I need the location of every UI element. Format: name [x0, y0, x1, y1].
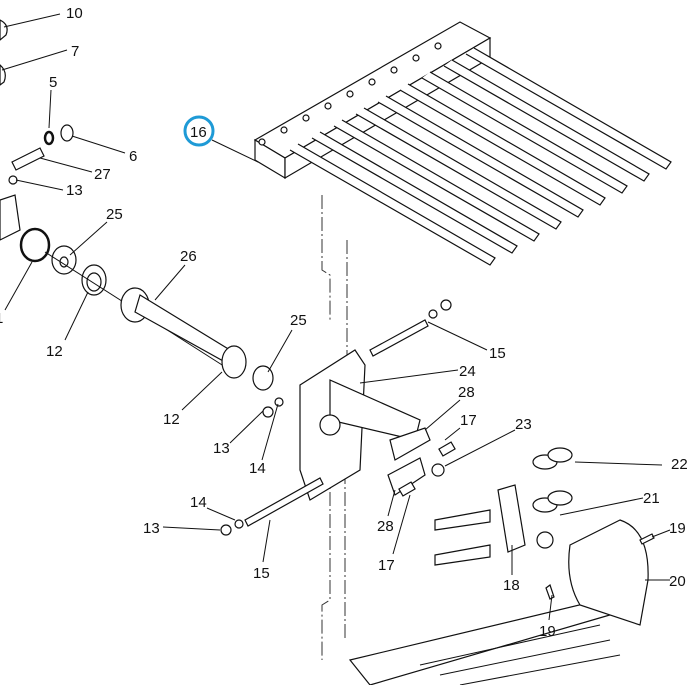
callout-17b[interactable]: 17: [378, 557, 395, 574]
callout-6[interactable]: 6: [129, 148, 137, 165]
callout-25[interactable]: 25: [106, 206, 123, 223]
tine: [421, 71, 628, 194]
callout-22[interactable]: 22: [671, 456, 688, 473]
callout-23[interactable]: 23: [515, 416, 532, 433]
callouts: 10 7 5 6 27 13 25 1 12 26 25 15 12 24 28…: [0, 5, 688, 640]
callout-12b[interactable]: 12: [163, 411, 180, 428]
callout-13c[interactable]: 13: [143, 520, 160, 537]
frame-hole: [280, 126, 288, 134]
tine: [289, 143, 496, 266]
tine: [311, 131, 518, 254]
frame-hole: [324, 102, 332, 110]
callout-17[interactable]: 17: [460, 412, 477, 429]
callout-27[interactable]: 27: [94, 166, 111, 183]
callout-28b[interactable]: 28: [377, 518, 394, 535]
tine-frame: [253, 21, 672, 266]
callout-12[interactable]: 12: [46, 343, 63, 360]
callout-20[interactable]: 20: [669, 573, 686, 590]
callout-15[interactable]: 15: [489, 345, 506, 362]
callout-7[interactable]: 7: [71, 43, 79, 60]
frame-hole: [258, 138, 266, 146]
tine: [355, 107, 562, 230]
tine: [333, 119, 540, 242]
callout-5[interactable]: 5: [49, 74, 57, 91]
left-parts: [0, 19, 231, 371]
callout-28[interactable]: 28: [458, 384, 475, 401]
frame-hole: [302, 114, 310, 122]
highlight-circle-16: [183, 115, 215, 147]
frame-hole: [390, 66, 398, 74]
frame-hole: [368, 78, 376, 86]
callout-24[interactable]: 24: [459, 363, 476, 380]
leader-lines: [1, 13, 671, 621]
callout-21[interactable]: 21: [643, 490, 660, 507]
shaft: [120, 287, 274, 391]
callout-14[interactable]: 14: [249, 460, 266, 477]
tine: [443, 59, 650, 182]
callout-13b[interactable]: 13: [213, 440, 230, 457]
callout-13[interactable]: 13: [66, 182, 83, 199]
bracket: [220, 299, 452, 536]
callout-10[interactable]: 10: [66, 5, 83, 22]
tine: [465, 47, 672, 170]
callout-18[interactable]: 18: [503, 577, 520, 594]
frame-hole: [412, 54, 420, 62]
callout-1[interactable]: 1: [0, 310, 3, 327]
callout-19b[interactable]: 19: [539, 623, 556, 640]
assembly-centerline: [321, 195, 348, 660]
frame-hole: [434, 42, 442, 50]
frame-hole: [346, 90, 354, 98]
tine: [399, 83, 606, 206]
callout-16[interactable]: 16: [190, 124, 207, 141]
callout-19[interactable]: 19: [669, 520, 686, 537]
callout-15b[interactable]: 15: [253, 565, 270, 582]
callout-26[interactable]: 26: [180, 248, 197, 265]
callout-25b[interactable]: 25: [290, 312, 307, 329]
right-parts: [387, 427, 655, 626]
tine: [377, 95, 584, 218]
callout-14b[interactable]: 14: [190, 494, 207, 511]
lower-tine-frame: [348, 599, 622, 685]
